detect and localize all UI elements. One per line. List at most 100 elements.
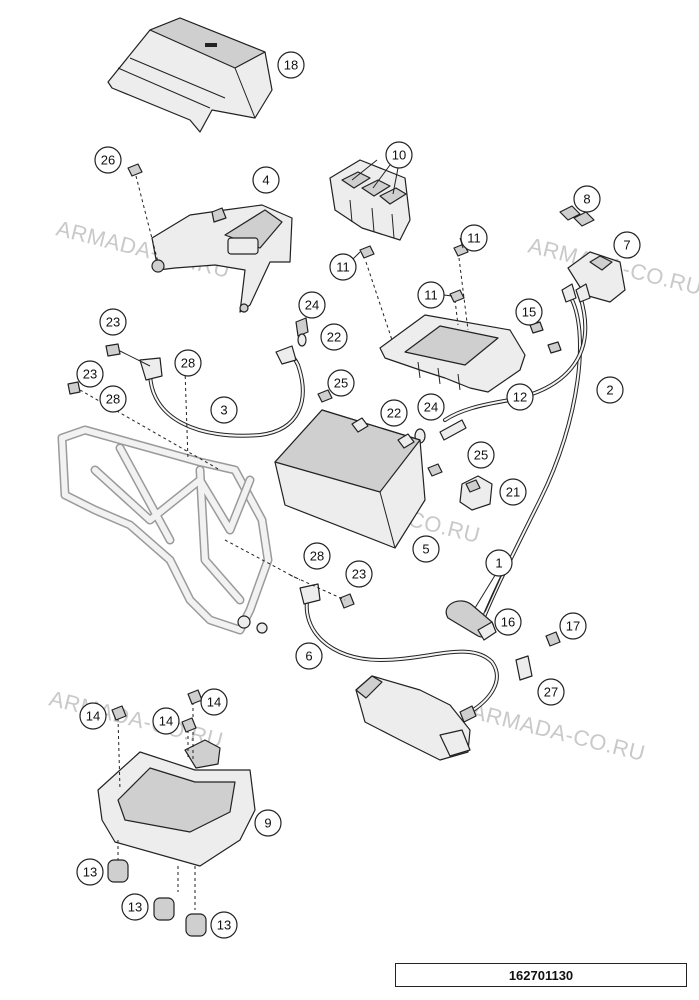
svg-text:10: 10 xyxy=(392,148,406,163)
svg-text:5: 5 xyxy=(422,542,429,557)
fuse-part xyxy=(559,205,595,227)
rubber-feet-13-part xyxy=(107,840,207,937)
relay-block-part xyxy=(329,159,411,241)
terminal-21-part xyxy=(459,475,493,511)
svg-text:14: 14 xyxy=(207,695,221,710)
callout-18: 18 xyxy=(277,51,305,79)
svg-text:14: 14 xyxy=(86,709,100,724)
callout-11b: 11 xyxy=(460,224,488,252)
svg-text:1: 1 xyxy=(495,556,502,571)
terminal-cap-1-part xyxy=(445,600,497,641)
callout-24b: 24 xyxy=(417,393,445,421)
callout-10: 10 xyxy=(385,141,413,169)
svg-text:13: 13 xyxy=(83,865,97,880)
cable-6-part xyxy=(289,574,499,714)
callout-2: 2 xyxy=(596,376,624,404)
svg-text:7: 7 xyxy=(623,238,630,253)
callout-28b: 28 xyxy=(99,385,127,413)
svg-text:12: 12 xyxy=(513,390,527,405)
callout-23c: 23 xyxy=(345,560,373,588)
callout-21: 21 xyxy=(499,478,527,506)
screw-26-part xyxy=(127,163,159,263)
svg-text:15: 15 xyxy=(522,305,536,320)
battery-cover-part xyxy=(107,17,273,133)
callout-11c: 11 xyxy=(417,281,445,309)
svg-text:2: 2 xyxy=(606,383,613,398)
screws-15-part xyxy=(529,321,562,354)
callout-25a: 25 xyxy=(327,369,355,397)
callout-1: 1 xyxy=(485,549,513,577)
callout-12: 12 xyxy=(506,383,534,411)
callout-13a: 13 xyxy=(76,858,104,886)
callout-28a: 28 xyxy=(174,349,202,377)
svg-text:14: 14 xyxy=(159,714,173,729)
callout-13c: 13 xyxy=(210,911,238,939)
svg-text:11: 11 xyxy=(467,231,481,246)
svg-text:23: 23 xyxy=(83,367,97,382)
starter-motor-part xyxy=(355,675,477,761)
svg-text:27: 27 xyxy=(544,685,558,700)
svg-text:8: 8 xyxy=(583,192,590,207)
watermark-5: ARMADA-CO.RU xyxy=(469,699,648,766)
callout-22b: 22 xyxy=(380,399,408,427)
callout-26: 26 xyxy=(94,146,122,174)
callout-9: 9 xyxy=(254,809,282,837)
svg-text:28: 28 xyxy=(181,356,195,371)
callout-5: 5 xyxy=(412,535,440,563)
svg-text:9: 9 xyxy=(264,816,271,831)
callout-15: 15 xyxy=(515,298,543,326)
svg-text:28: 28 xyxy=(310,549,324,564)
battery-tray-part xyxy=(97,689,256,867)
callout-8: 8 xyxy=(573,185,601,213)
svg-text:22: 22 xyxy=(327,330,341,345)
callout-24a: 24 xyxy=(298,291,326,319)
callout-22a: 22 xyxy=(320,323,348,351)
callout-16: 16 xyxy=(494,608,522,636)
svg-text:11: 11 xyxy=(336,260,350,275)
bolt-24-part xyxy=(295,317,467,441)
svg-text:6: 6 xyxy=(305,649,312,664)
svg-text:22: 22 xyxy=(387,406,401,421)
callout-25b: 25 xyxy=(467,441,495,469)
svg-text:17: 17 xyxy=(566,619,580,634)
callout-14a: 14 xyxy=(79,702,107,730)
screw-17-part xyxy=(545,631,561,647)
holder-tray-part xyxy=(359,243,526,393)
svg-text:24: 24 xyxy=(305,298,319,313)
svg-text:25: 25 xyxy=(334,376,348,391)
svg-text:13: 13 xyxy=(217,918,231,933)
svg-text:11: 11 xyxy=(424,288,438,303)
svg-text:3: 3 xyxy=(220,403,227,418)
svg-text:21: 21 xyxy=(506,485,520,500)
svg-text:23: 23 xyxy=(352,567,366,582)
battery-part xyxy=(274,409,426,549)
svg-text:4: 4 xyxy=(262,173,269,188)
callout-14c: 14 xyxy=(152,707,180,735)
svg-text:18: 18 xyxy=(284,58,298,73)
washer-22-part xyxy=(297,333,426,444)
callout-17: 17 xyxy=(559,612,587,640)
drawing-number-box: 162701130 xyxy=(395,963,687,987)
nut-25-part xyxy=(317,389,443,477)
callout-14b: 14 xyxy=(200,688,228,716)
callout-7: 7 xyxy=(613,231,641,259)
callout-28c: 28 xyxy=(303,542,331,570)
frame-part xyxy=(57,369,301,635)
svg-text:13: 13 xyxy=(128,900,142,915)
callout-11a: 11 xyxy=(329,253,357,281)
svg-text:23: 23 xyxy=(106,315,120,330)
callout-23b: 23 xyxy=(76,360,104,388)
callout-3: 3 xyxy=(210,396,238,424)
svg-text:16: 16 xyxy=(501,615,515,630)
svg-text:24: 24 xyxy=(424,400,438,415)
svg-text:25: 25 xyxy=(474,448,488,463)
clip-27-part xyxy=(515,655,533,681)
callouts: 18 26 4 10 11 11 11 8 7 23 28 24 22 25 1… xyxy=(76,51,641,939)
callout-13b: 13 xyxy=(121,893,149,921)
svg-text:28: 28 xyxy=(106,392,120,407)
svg-text:26: 26 xyxy=(101,153,115,168)
drawing-number: 162701130 xyxy=(508,967,574,983)
battery-bracket-part xyxy=(151,204,293,313)
cable-3-part xyxy=(105,343,305,438)
